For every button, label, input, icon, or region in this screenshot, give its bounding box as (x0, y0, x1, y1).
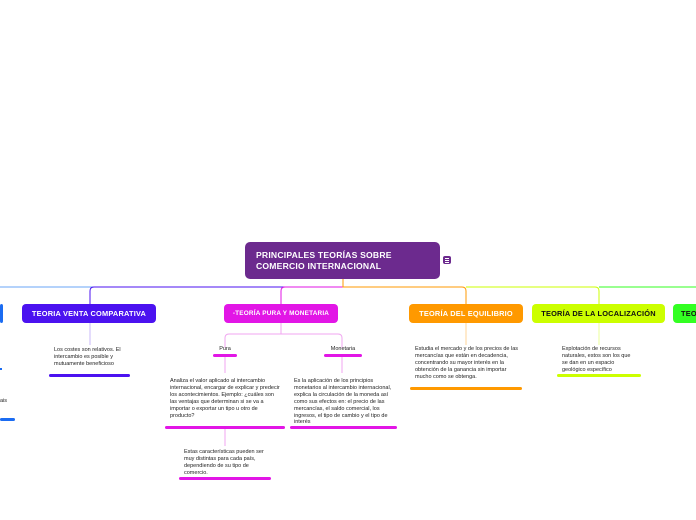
underline (49, 374, 130, 377)
central-topic-title: PRINCIPALES TEORÍAS SOBRE COMERCIO INTER… (256, 250, 392, 271)
underline (213, 354, 237, 357)
central-topic[interactable]: PRINCIPALES TEORÍAS SOBRE COMERCIO INTER… (245, 242, 440, 279)
underline (557, 374, 641, 377)
topic-label: TEORIA VENTA COMPARATIVA (31, 309, 147, 318)
topic-partial-right[interactable]: TEO (673, 304, 696, 323)
note-pura: Analiza el valor aplicado al intercambio… (170, 378, 280, 419)
topic-label: TEORÍA DEL EQUILIBRIO (419, 309, 513, 318)
underline (410, 387, 522, 390)
note-monetaria: Es la aplicación de los principios monet… (294, 378, 392, 426)
underline (290, 426, 397, 429)
topic-venta-comparativa[interactable]: TEORIA VENTA COMPARATIVA (22, 304, 156, 323)
subtopic-monetaria[interactable]: Monetaria (330, 346, 356, 352)
topic-pura-monetaria[interactable]: -TEORÍA PURA Y MONETARIA (224, 304, 338, 323)
topic-equilibrio[interactable]: TEORÍA DEL EQUILIBRIO (409, 304, 523, 323)
underline (324, 354, 362, 357)
topic-localizacion[interactable]: TEORÍA DE LA LOCALIZACIÓN (532, 304, 665, 323)
topic-label: TEO (681, 309, 696, 318)
underline (165, 426, 285, 429)
note-localizacion: Explotación de recursos naturales, estos… (562, 346, 631, 373)
note-left-fragment: ais (0, 398, 8, 404)
note-venta-comparativa: Los costes son relativos. El intercambio… (54, 347, 121, 367)
subtopic-pura[interactable]: Pura (219, 346, 231, 352)
note-equilibrio: Estudia el mercado y de los precios de l… (415, 346, 519, 380)
topic-label: TEORÍA DE LA LOCALIZACIÓN (541, 309, 656, 318)
topic-label: -TEORÍA PURA Y MONETARIA (232, 310, 330, 317)
menu-icon[interactable] (443, 256, 451, 264)
note-pura-extra: Estas características pueden ser muy dis… (184, 449, 264, 476)
underline (179, 477, 271, 480)
